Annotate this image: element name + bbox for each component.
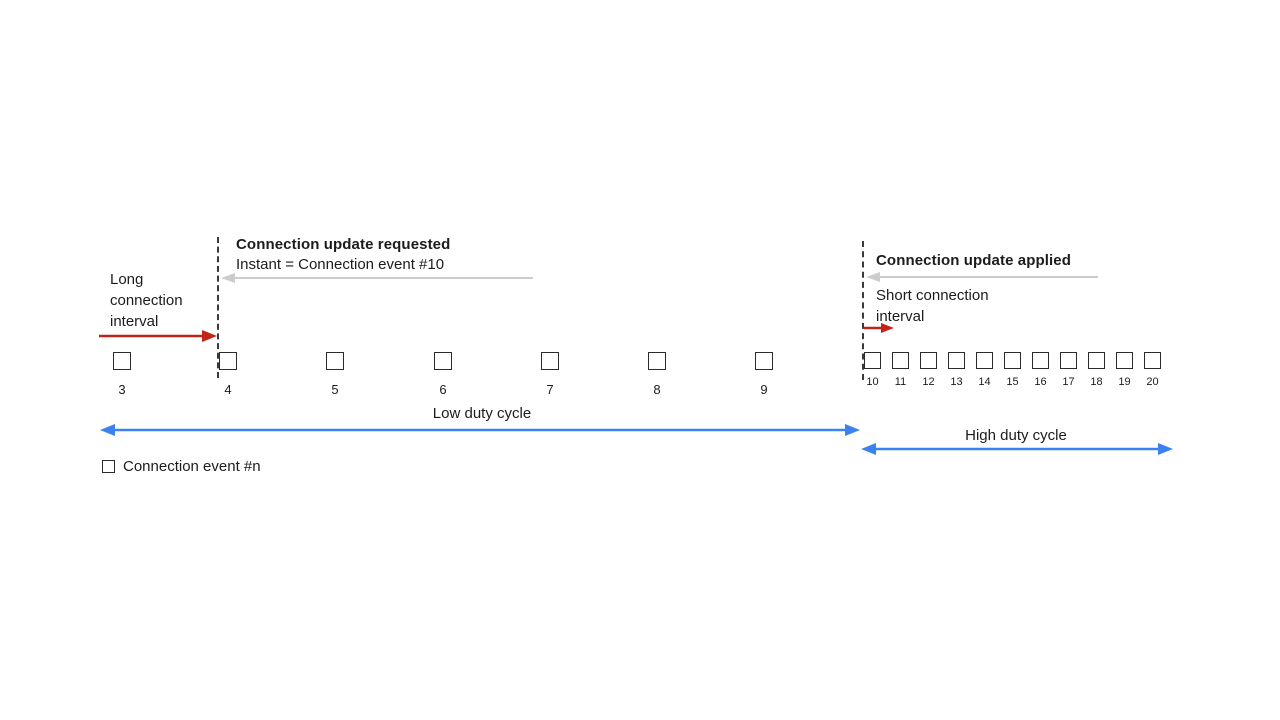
connection-event: 9 — [742, 352, 786, 397]
long-interval-line3: interval — [110, 313, 159, 330]
connection-event: 5 — [313, 352, 357, 397]
long-interval-label: Long connection interval — [110, 269, 183, 332]
long-interval-arrow — [99, 330, 217, 342]
connection-event: 12 — [920, 352, 937, 388]
connection-event-number: 15 — [1006, 376, 1019, 388]
connection-event: 11 — [892, 352, 909, 388]
connection-event-number: 20 — [1146, 376, 1159, 388]
short-interval-line1: Short connection — [876, 287, 989, 304]
connection-event-number: 16 — [1034, 376, 1047, 388]
long-interval-line2: connection — [110, 292, 183, 309]
legend-label: Connection event #n — [123, 458, 261, 475]
update-requested-subtitle: Instant = Connection event #10 — [236, 256, 445, 273]
instant-dashed-line-left — [217, 237, 219, 378]
connection-event-number: 18 — [1090, 376, 1103, 388]
update-applied-title: Connection update applied — [876, 252, 1072, 269]
connection-event-number: 17 — [1062, 376, 1075, 388]
connection-event-box — [1116, 352, 1133, 369]
connection-event: 18 — [1088, 352, 1105, 388]
connection-event-box — [864, 352, 881, 369]
connection-event-box — [113, 352, 131, 370]
connection-event-box — [755, 352, 773, 370]
connection-event-number: 14 — [978, 376, 991, 388]
update-requested-title: Connection update requested — [236, 236, 451, 253]
connection-event: 14 — [976, 352, 993, 388]
connection-event: 16 — [1032, 352, 1049, 388]
legend: Connection event #n — [102, 458, 261, 475]
connection-event: 8 — [635, 352, 679, 397]
connection-event-box — [948, 352, 965, 369]
update-requested-pointer-arrow — [221, 273, 533, 283]
connection-event: 20 — [1144, 352, 1161, 388]
connection-event-box — [892, 352, 909, 369]
connection-event-box — [1032, 352, 1049, 369]
high-duty-cycle-label: High duty cycle — [965, 427, 1067, 444]
short-interval-line2: interval — [876, 308, 925, 325]
connection-event-number: 9 — [760, 382, 768, 397]
connection-event: 3 — [100, 352, 144, 397]
low-duty-cycle-label: Low duty cycle — [432, 405, 532, 422]
connection-event-number: 13 — [950, 376, 963, 388]
connection-event-box — [541, 352, 559, 370]
connection-event: 15 — [1004, 352, 1021, 388]
short-interval-arrow — [864, 323, 894, 333]
high-duty-range-arrow — [861, 443, 1173, 455]
connection-event: 4 — [206, 352, 250, 397]
connection-event-number: 10 — [866, 376, 879, 388]
short-interval-label: Short connection interval — [876, 285, 989, 327]
connection-event-number: 4 — [224, 382, 232, 397]
connection-event-number: 5 — [331, 382, 339, 397]
connection-event: 10 — [864, 352, 881, 388]
update-applied-pointer-arrow — [866, 272, 1098, 282]
connection-event-number: 12 — [922, 376, 935, 388]
connection-event: 6 — [421, 352, 465, 397]
long-interval-line1: Long — [110, 271, 144, 288]
connection-event: 17 — [1060, 352, 1077, 388]
legend-box-icon — [102, 460, 115, 473]
connection-event-box — [1144, 352, 1161, 369]
connection-event-number: 11 — [894, 376, 907, 388]
connection-event-number: 3 — [118, 382, 126, 397]
connection-event-number: 6 — [439, 382, 447, 397]
connection-event-box — [326, 352, 344, 370]
connection-event: 7 — [528, 352, 572, 397]
low-duty-range-arrow — [100, 424, 860, 436]
instant-dashed-line-right — [862, 241, 864, 380]
connection-event-box — [976, 352, 993, 369]
connection-event-box — [1004, 352, 1021, 369]
connection-event-box — [648, 352, 666, 370]
connection-event-box — [434, 352, 452, 370]
high-duty-events: 10 11 12 13 14 15 16 17 — [864, 352, 1161, 388]
connection-event-box — [1060, 352, 1077, 369]
connection-event: 13 — [948, 352, 965, 388]
connection-event-number: 8 — [653, 382, 661, 397]
connection-event: 19 — [1116, 352, 1133, 388]
connection-event-box — [920, 352, 937, 369]
connection-event-number: 19 — [1118, 376, 1131, 388]
connection-event-box — [1088, 352, 1105, 369]
connection-event-box — [219, 352, 237, 370]
connection-event-number: 7 — [546, 382, 554, 397]
